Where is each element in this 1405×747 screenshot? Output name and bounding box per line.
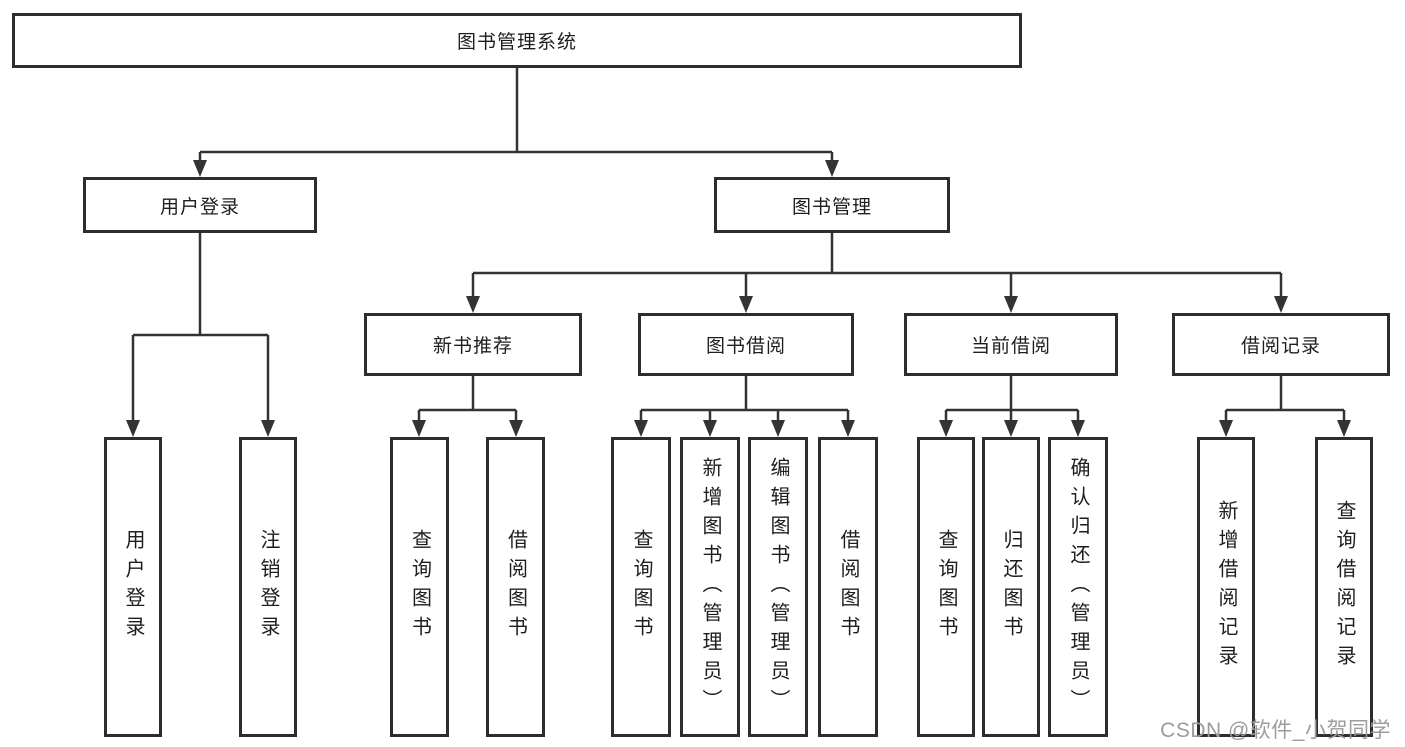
node-br-query-record-label: 查询借阅记录	[1333, 500, 1355, 674]
node-current-borrowing: 当前借阅	[904, 313, 1118, 376]
node-book-management: 图书管理	[714, 177, 950, 233]
node-br-query-record: 查询借阅记录	[1315, 437, 1373, 737]
node-nbr-query-book-label: 查询图书	[408, 529, 431, 645]
node-bb-edit-book-label: 编辑图书（管理员）	[767, 456, 789, 718]
node-new-book-recommend-label: 新书推荐	[432, 336, 513, 357]
node-book-borrowing: 图书借阅	[638, 313, 854, 376]
node-library-system: 图书管理系统	[12, 13, 1022, 68]
node-br-add-record-label: 新增借阅记录	[1215, 500, 1237, 674]
node-user-login-label: 用户登录	[159, 196, 240, 218]
watermark: CSDN @软件_小贺同学	[1160, 719, 1391, 742]
node-bb-add-book: 新增图书（管理员）	[680, 437, 740, 737]
node-br-add-record: 新增借阅记录	[1197, 437, 1255, 737]
node-cb-query-book-label: 查询图书	[935, 529, 957, 645]
node-borrowing-records-label: 借阅记录	[1240, 336, 1321, 357]
node-cb-query-book: 查询图书	[917, 437, 975, 737]
node-bb-add-book-label: 新增图书（管理员）	[699, 456, 721, 718]
node-cb-confirm-return: 确认归还（管理员）	[1048, 437, 1108, 737]
node-book-management-label: 图书管理	[791, 196, 872, 218]
arrowheads	[126, 160, 1351, 437]
node-leaf-user-login: 用户登录	[104, 437, 162, 737]
node-nbr-borrow-book-label: 借阅图书	[504, 529, 527, 645]
node-cb-confirm-return-label: 确认归还（管理员）	[1067, 456, 1089, 718]
node-bb-edit-book: 编辑图书（管理员）	[748, 437, 808, 737]
node-bb-borrow-book: 借阅图书	[818, 437, 878, 737]
node-leaf-logout: 注销登录	[239, 437, 297, 737]
node-leaf-logout-label: 注销登录	[257, 529, 279, 645]
node-book-borrowing-label: 图书借阅	[705, 336, 786, 357]
node-current-borrowing-label: 当前借阅	[970, 336, 1051, 357]
node-library-system-label: 图书管理系统	[456, 32, 577, 53]
node-borrowing-records: 借阅记录	[1172, 313, 1390, 376]
node-nbr-query-book: 查询图书	[390, 437, 449, 737]
node-cb-return-book: 归还图书	[982, 437, 1040, 737]
node-new-book-recommend: 新书推荐	[364, 313, 582, 376]
node-leaf-user-login-label: 用户登录	[122, 529, 144, 645]
node-cb-return-book-label: 归还图书	[1000, 529, 1022, 645]
node-nbr-borrow-book: 借阅图书	[486, 437, 545, 737]
node-user-login: 用户登录	[83, 177, 317, 233]
node-bb-query-book: 查询图书	[611, 437, 671, 737]
connector-paths	[131, 68, 1346, 422]
node-bb-query-book-label: 查询图书	[630, 529, 652, 645]
node-bb-borrow-book-label: 借阅图书	[837, 529, 859, 645]
